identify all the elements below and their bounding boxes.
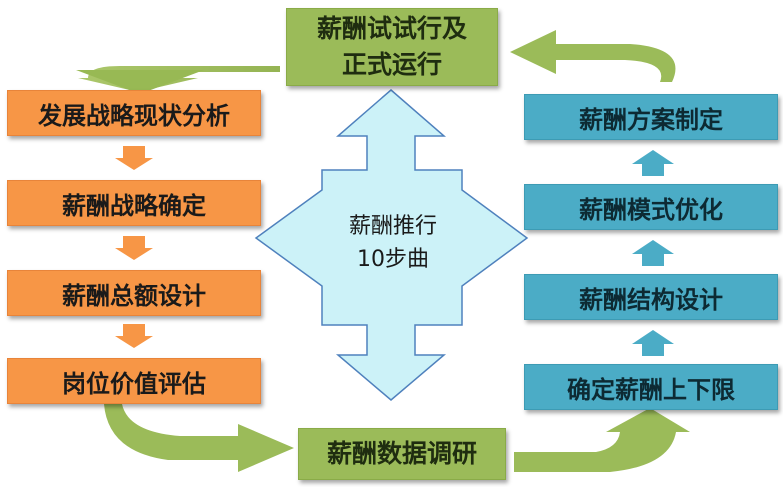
center-title-line1: 薪酬推行 (348, 214, 437, 239)
step-label: 薪酬结构设计 (579, 285, 723, 314)
orange-down-arrow-1 (115, 146, 153, 170)
step-compensation-data-survey: 薪酬数据调研 (298, 428, 506, 480)
blue-up-arrow-3 (632, 150, 674, 176)
blue-up-arrow-2 (632, 240, 674, 266)
four-way-arrow (254, 89, 529, 401)
step-label: 薪酬战略确定 (62, 191, 206, 220)
step-label: 薪酬数据调研 (326, 439, 477, 468)
step-label: 薪酬总额设计 (62, 281, 206, 310)
step-compensation-strategy: 薪酬战略确定 (7, 180, 261, 226)
orange-down-arrow-2 (115, 236, 153, 260)
curved-arrow-top-right (510, 30, 676, 82)
step-strategy-status-analysis: 发展战略现状分析 (7, 90, 261, 136)
curved-arrow-bottom-left (104, 404, 294, 472)
step-compensation-model: 薪酬模式优化 (524, 184, 778, 230)
step-salary-range: 确定薪酬上下限 (524, 364, 778, 410)
step-compensation-plan: 薪酬方案制定 (524, 94, 778, 140)
center-title: 薪酬推行 10步曲 (318, 210, 468, 276)
curved-arrow-bottom-right (514, 408, 690, 472)
center-title-line2: 10步曲 (357, 247, 429, 272)
step-label: 薪酬模式优化 (579, 195, 723, 224)
step-trial-and-formal-operation: 薪酬试试行及 正式运行 (286, 8, 498, 86)
step-label: 确定薪酬上下限 (567, 375, 735, 404)
step-label: 发展战略现状分析 (38, 101, 230, 130)
orange-down-arrow-3 (115, 324, 153, 348)
blue-up-arrow-1 (632, 330, 674, 356)
step-position-value-evaluation: 岗位价值评估 (7, 358, 261, 404)
step-compensation-structure: 薪酬结构设计 (524, 274, 778, 320)
curved-arrow-top-left-head (76, 70, 204, 94)
step-label: 薪酬方案制定 (579, 105, 723, 134)
step-total-compensation-design: 薪酬总额设计 (7, 270, 261, 316)
step-trial-line2: 正式运行 (341, 50, 442, 79)
step-label: 岗位价值评估 (62, 369, 206, 398)
step-trial-line1: 薪酬试试行及 (316, 14, 467, 43)
